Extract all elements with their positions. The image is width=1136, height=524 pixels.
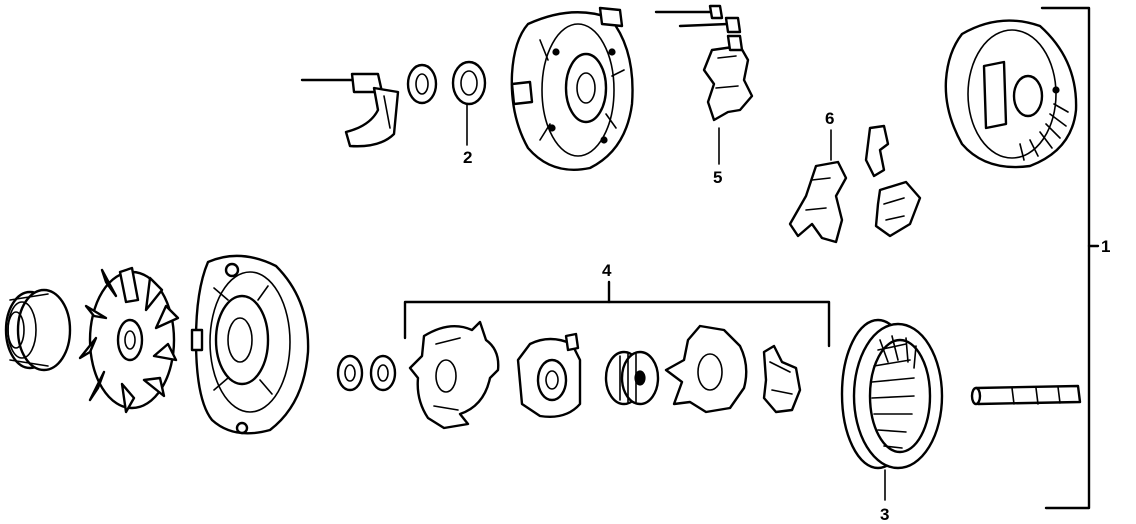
rotor-core	[604, 350, 660, 406]
rear-cover	[944, 19, 1078, 169]
callout-5: 5	[713, 168, 722, 187]
brush-holder	[654, 4, 754, 122]
washers	[406, 60, 487, 106]
fan	[78, 266, 180, 414]
slip-ring-end-housing	[510, 6, 634, 171]
rotor-rear-pole	[664, 324, 748, 414]
leader-lines	[466, 91, 886, 501]
pulley	[4, 288, 72, 372]
terminal-wire	[300, 72, 400, 148]
callout-4: 4	[602, 261, 612, 280]
stator	[840, 318, 944, 470]
bracket-rotor-4	[403, 280, 831, 348]
drive-end-housing	[190, 254, 310, 435]
spacer-rings	[336, 354, 397, 392]
rotor-front-pole	[408, 320, 500, 430]
slip-ring-end	[762, 344, 802, 414]
callout-3: 3	[880, 505, 889, 524]
callout-1: 1	[1101, 237, 1110, 256]
callout-6: 6	[825, 109, 834, 128]
rotor-shaft	[970, 384, 1082, 406]
regulator	[788, 124, 922, 244]
rotor-coil	[516, 332, 582, 418]
bracket-assembly-1	[1040, 6, 1100, 510]
callout-2: 2	[463, 148, 472, 167]
